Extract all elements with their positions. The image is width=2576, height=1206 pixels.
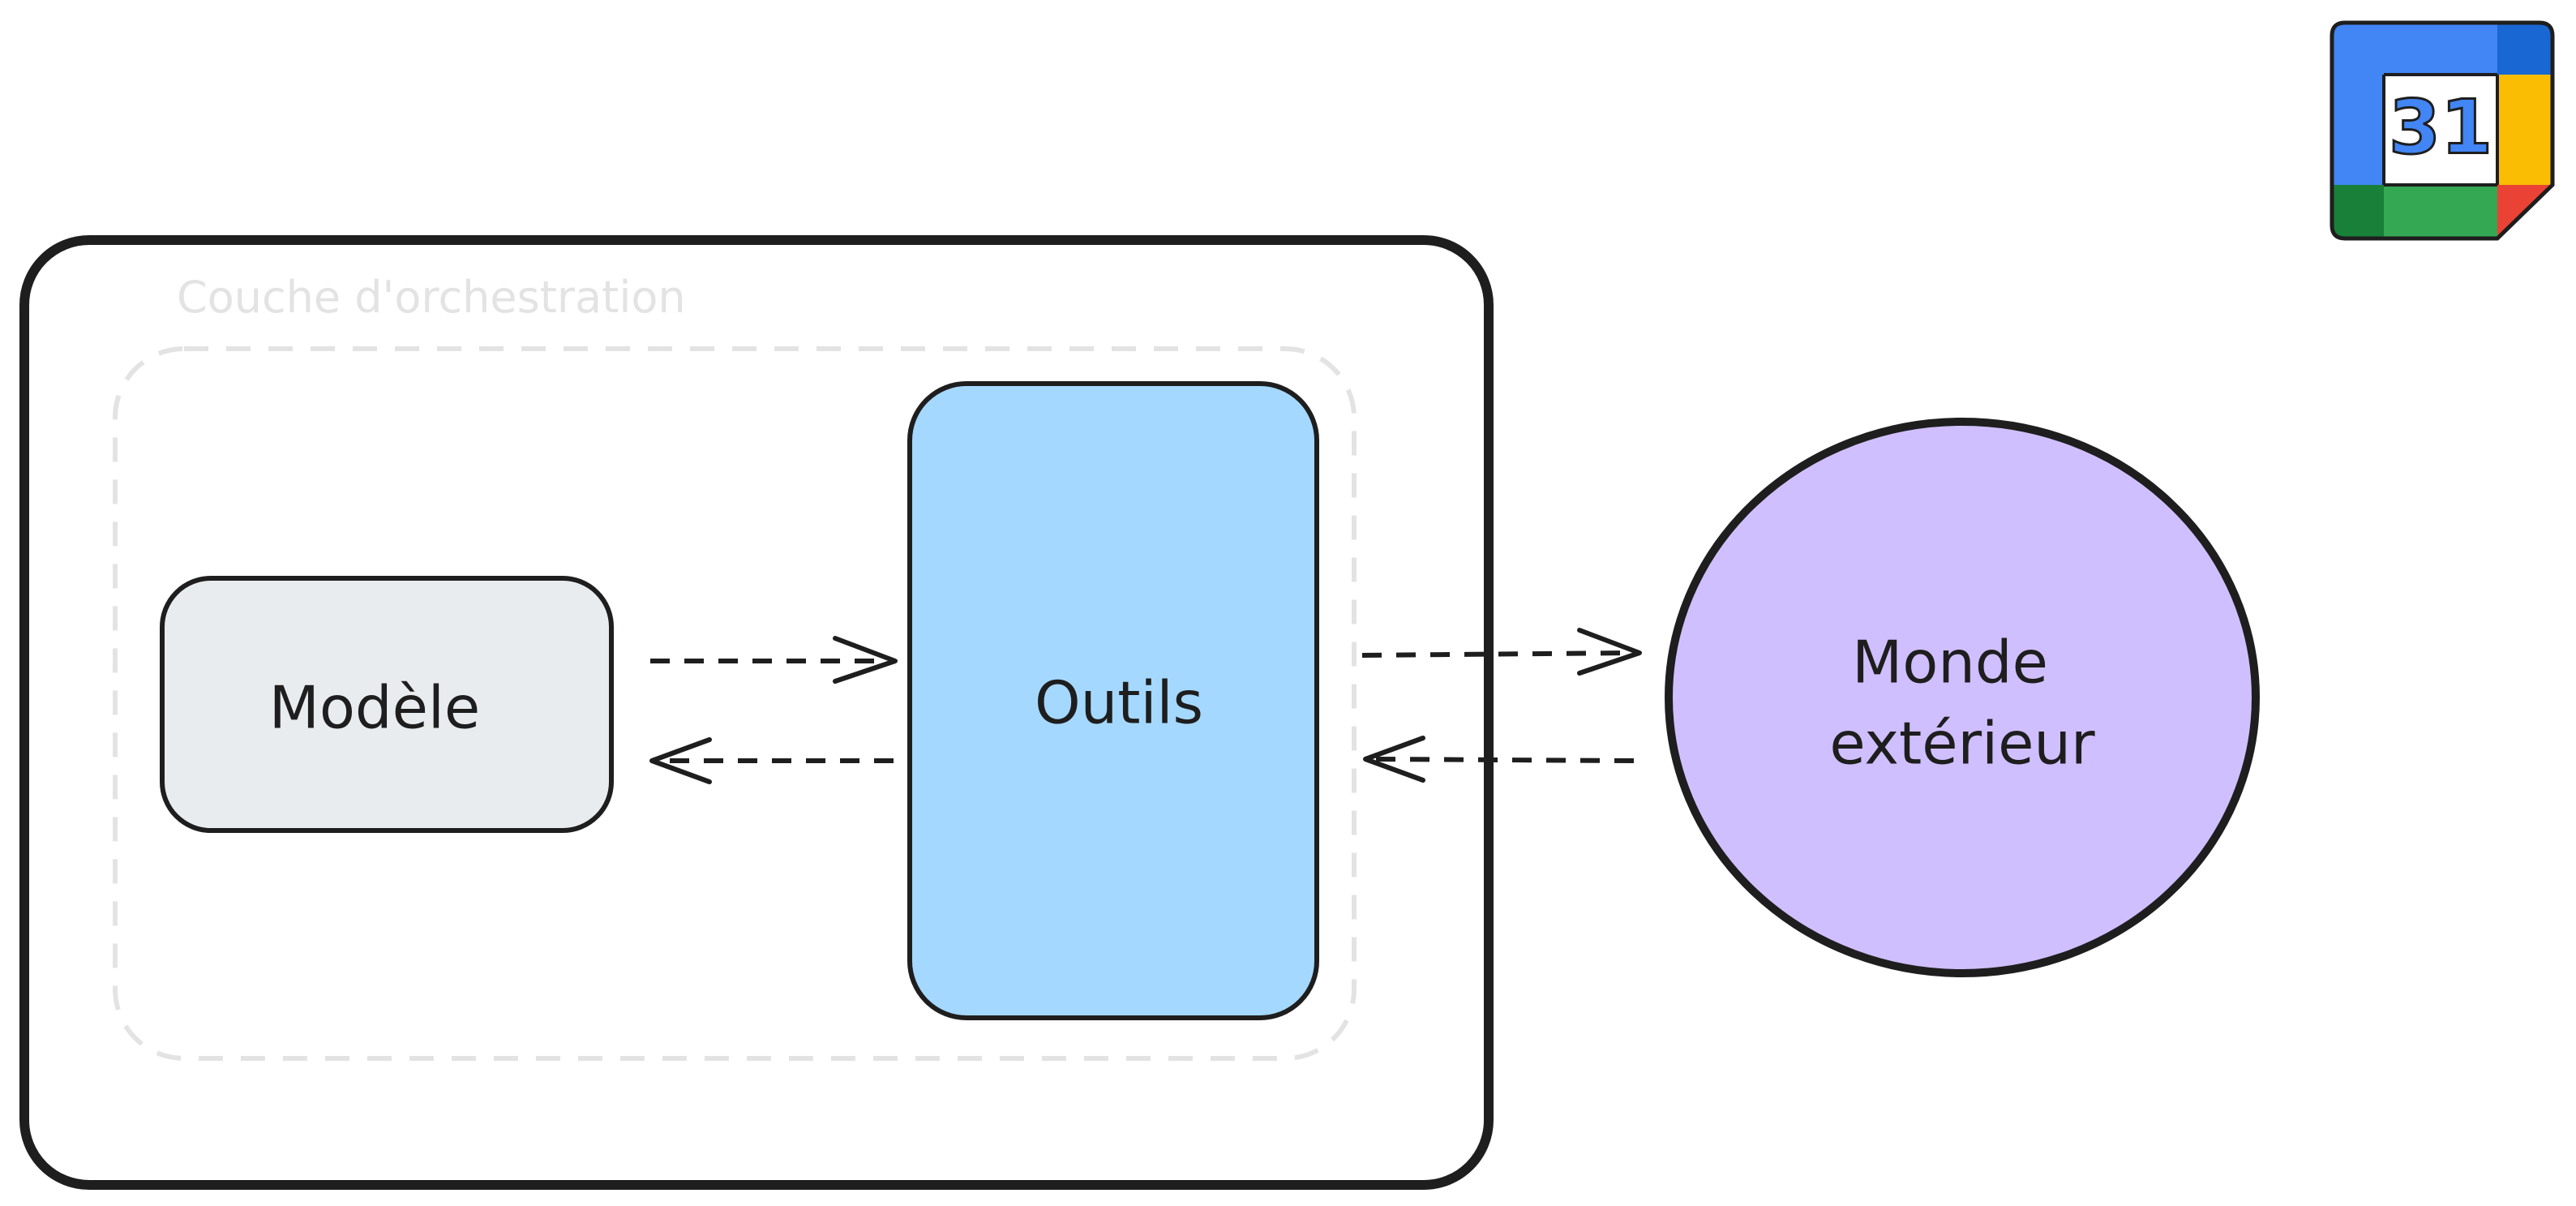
orchestration-layer-boundary [113, 346, 1357, 1061]
calendar-day-number: 31 [2389, 84, 2492, 170]
arrow-tools-to-model [649, 737, 894, 784]
outside-world-label-line2: extérieur [1829, 710, 2095, 778]
google-calendar-icon: 31 [2330, 20, 2555, 241]
arrow-model-to-tools [650, 636, 898, 684]
tools-label: Outils [1035, 669, 1203, 737]
orchestration-layer-label: Couche d'orchestration [177, 272, 686, 323]
arrow-world-to-tools [1363, 736, 1635, 783]
outside-world-label-line1: Monde [1852, 629, 2048, 697]
tools-node: Outils [907, 381, 1319, 1020]
arrow-tools-to-world [1361, 628, 1642, 676]
model-label: Modèle [269, 674, 480, 742]
tools-box [907, 381, 1319, 1020]
outside-world-node: Monde extérieur [1665, 418, 2260, 977]
model-box [160, 576, 614, 833]
model-node: Modèle [160, 576, 614, 833]
outside-world-circle [1665, 418, 2260, 977]
